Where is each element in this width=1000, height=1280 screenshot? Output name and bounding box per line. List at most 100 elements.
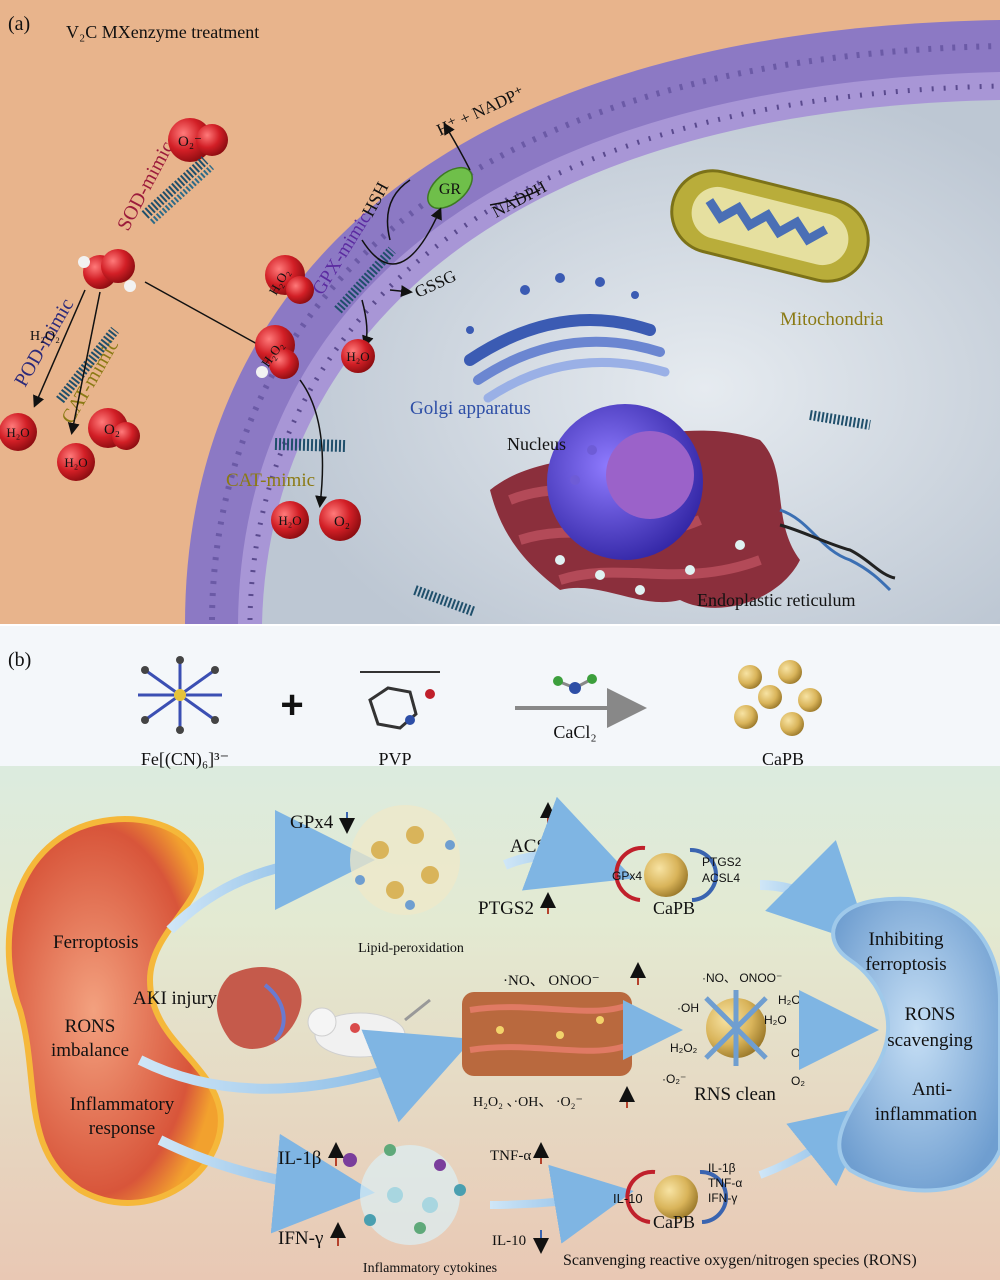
gssg-cycle-arrow: [361, 207, 442, 265]
golgi-label: Golgi apparatus: [410, 398, 531, 419]
superoxide-molecule: O₂⁻: [168, 118, 228, 162]
capb-nanozyme-middle: [704, 990, 768, 1066]
footer-caption: Scanvenging reactive oxygen/nitrogen spe…: [563, 1252, 917, 1269]
ptgs2-label: PTGS2: [478, 898, 534, 919]
pvp-molecule: [360, 671, 440, 730]
o2-2-label: O₂: [791, 1074, 805, 1088]
inflammation-flow-arrow: [157, 1133, 375, 1234]
rns-clean-label: RNS clean: [694, 1084, 776, 1105]
inhibiting-line2: ferroptosis: [865, 954, 946, 975]
water-molecule-b: H₂O: [57, 443, 95, 481]
damage-state-shape: [5, 816, 224, 1206]
panel-a-label: (a): [8, 13, 30, 35]
o2-left-label: O₂: [104, 422, 120, 438]
nadph-path: [489, 189, 541, 206]
plus-sign: +: [280, 683, 303, 727]
nadp-arrow: [443, 122, 471, 171]
h2o2-entry-arrow: [144, 281, 271, 352]
lipid-peroxidation-cluster: [350, 805, 460, 915]
cat-center-arrow: [299, 379, 328, 508]
ferroptosis-flow-arrow: [166, 810, 375, 934]
hsh-path: [386, 179, 411, 241]
anti-inflammation-line2: inflammation: [875, 1104, 978, 1125]
rons-scavenging-line2: scavenging: [887, 1030, 973, 1051]
lipid-peroxidation-label: Lipid-peroxidation: [358, 941, 464, 956]
no-onoo-small-label: ·NO、 ONOO⁻: [702, 971, 782, 985]
h2o2-molecule-mid: H₂O₂: [255, 325, 299, 379]
panel-a-title: V₂C MXenzyme treatment: [66, 22, 259, 42]
v2c-nanosheet-sod: [141, 156, 215, 225]
membrane-texture: [209, 43, 1000, 621]
v2c-nanosheet-left: [56, 326, 119, 404]
capb-il10-label: IL-10: [613, 1191, 643, 1206]
capb-bottom-label: CaPB: [653, 1212, 695, 1232]
v2c-nanosheet-bottom: [413, 585, 477, 617]
capb-label: CaPB: [762, 749, 804, 769]
tnfa-label: TNF-α: [490, 1148, 531, 1164]
cat-arrow-left: [67, 291, 101, 435]
water-molecule-bottom: H₂O: [271, 501, 309, 539]
water-molecule-gpx: H₂O: [341, 339, 375, 373]
capb-ifng-label: IFN-γ: [708, 1191, 737, 1205]
pvp-label: PVP: [378, 749, 411, 769]
h2o-1-label: H₂O: [778, 993, 801, 1007]
pod-arrow: [33, 289, 86, 408]
v2c-nanosheet-gpx: [334, 246, 396, 314]
oh-label: ·OH: [677, 1001, 699, 1015]
gr-label: GR: [439, 181, 462, 198]
capb-particles: [734, 660, 822, 736]
capb-acsl4-label: ACSL4: [702, 871, 740, 885]
dna-helix-illustration: [779, 508, 896, 592]
recovery-state-shape: [831, 896, 1000, 1193]
aki-label: AKI injury: [133, 988, 217, 1009]
golgi-illustration: [464, 273, 670, 403]
membrane-channels: [247, 83, 1000, 621]
superoxide-label: O₂⁻: [178, 134, 202, 150]
cat-mimic-center-label: CAT-mimic: [226, 470, 315, 491]
cytokine-to-capb-arrow: [489, 1164, 634, 1244]
ifng-label: IFN-γ: [278, 1228, 323, 1249]
inhibiting-line1: Inhibiting: [869, 929, 944, 950]
ferroptosis-label: Ferroptosis: [53, 932, 139, 953]
no-onoo-label: ·NO、 ONOO⁻: [503, 973, 600, 989]
h2o2-molecule-gpx: H₂O₂: [265, 255, 314, 304]
gssg-arrow: [389, 285, 413, 298]
ros-species-label: H₂O₂ 、·OH、 ·O₂⁻: [473, 1095, 583, 1110]
mitochondria-illustration: [670, 169, 870, 283]
inflammatory-line2: response: [89, 1118, 155, 1139]
gr-enzyme: GR: [427, 166, 473, 210]
rons-scavenging-line1: RONS: [905, 1004, 956, 1025]
oxygen-molecule-left: O₂: [88, 408, 140, 450]
nucleus-illustration: [547, 404, 703, 560]
h2o-a-label: H₂O: [6, 425, 29, 440]
rons-imbalance-line1: RONS: [65, 1016, 116, 1037]
kidney-illustration: [216, 967, 302, 1049]
capb-gpx4-label: GPx4: [612, 869, 642, 883]
gpx4-label: GPx4: [290, 812, 334, 833]
capb-top-label: CaPB: [653, 898, 695, 918]
er-label: Endoplastic reticulum: [697, 590, 855, 610]
ferricyanide-molecule: [138, 656, 222, 734]
panel-b-label: (b): [8, 649, 31, 671]
cytokines-label: Inflammatory cytokines: [363, 1261, 497, 1276]
cacl2-molecule: [553, 674, 597, 694]
capb-nanozyme-top: [614, 845, 718, 902]
il10-label: IL-10: [492, 1233, 526, 1249]
capb-tnfa-label: TNF-α: [708, 1176, 742, 1190]
panel-b: (b) Fe[(CN)₆]³⁻ + PVP Ca: [0, 626, 1000, 1280]
h2o-bottom-label: H₂O: [278, 513, 301, 528]
water-molecule-a: H₂O: [0, 413, 37, 451]
rons-flow-arrow: [137, 1029, 473, 1123]
rons-imbalance-line2: imbalance: [51, 1040, 129, 1061]
kidney-tissue-illustration: [462, 992, 632, 1076]
capb-il1b-label: IL-1β: [708, 1161, 736, 1175]
mitochondria-label: Mitochondria: [780, 309, 884, 330]
o2-bottom-label: O₂: [334, 514, 350, 530]
nucleus-label: Nucleus: [507, 434, 566, 454]
o2-1-label: O₂: [791, 1046, 805, 1060]
h2o-2-label: H₂O: [764, 1013, 787, 1027]
il1b-label: IL-1β: [278, 1148, 321, 1169]
capb-nanozyme-bottom: [625, 1169, 728, 1224]
capb-ptgs2-label: PTGS2: [702, 855, 742, 869]
